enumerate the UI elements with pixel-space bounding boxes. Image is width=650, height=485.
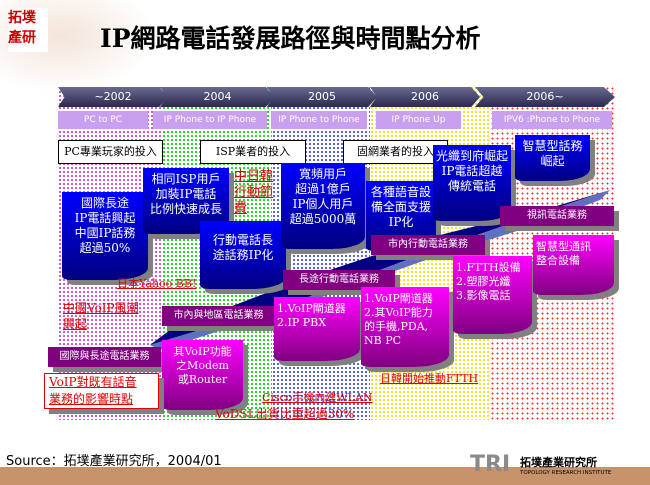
service-intl: 國際與長途電話業務 — [48, 347, 161, 367]
phase-ipphone-up: IP Phone Up — [376, 111, 461, 129]
equipment-gateway-pbx: 1.VoIP閘道器 2.IP PBX — [274, 297, 360, 361]
event-cjk-mobile: 中日韓 行動節 費 — [234, 169, 274, 216]
service-video: 視訊電話業務 — [500, 206, 614, 226]
investor-isp: ISP業者的投入 — [200, 140, 306, 164]
footer-bar — [0, 467, 650, 485]
milestone-ftth: 光纖到府崛起 IP電話超越 傳統電話 — [433, 145, 511, 221]
milestone-intl: 國際長途 IP電話興起 中國IP話務 超過50% — [62, 192, 148, 280]
phase-ipphone-to-ipphone: IP Phone to IP Phone — [153, 111, 267, 129]
phase-pc-to-pc: PC to PC — [58, 111, 148, 129]
phase-ipv6: IPV6 :Phone to Phone — [492, 111, 612, 129]
service-local: 市內與地區電話業務 — [162, 306, 275, 326]
service-mobile-local: 市內行動電話業務 — [371, 235, 485, 255]
event-voip-impact: VoIP對既有話音 業務的影響時點 — [44, 373, 159, 409]
event-cisco-wlan: Cisco手機內建WLAN — [262, 391, 373, 404]
investor-fixed: 固網業者的投入 — [343, 140, 448, 164]
milestone-mobile: 行動電話長 途話務IP化 — [200, 221, 286, 289]
source-note: Source：拓墣產業研究所，2004/01 — [6, 454, 222, 469]
brand-name: 拓墣產業研究所 — [520, 456, 597, 469]
equipment-gateway-devices: 1.VoIP閘道器 2.其VoIP能力 的手機,PDA, NB PC — [361, 287, 449, 367]
year-2002: ~2002 — [58, 87, 168, 107]
page-title: IP網路電話發展路徑與時間點分析 — [100, 24, 481, 53]
logo: 拓墣產研 — [8, 8, 48, 52]
year-2004: 2004 — [160, 87, 275, 107]
year-2006: 2006 — [370, 87, 480, 107]
year-2006-later: 2006~ — [475, 87, 615, 107]
brand-english: TOPOLOGY RESEARCH INSTITUTE — [520, 470, 612, 476]
investor-pc: PC專業玩家的投入 — [58, 140, 163, 164]
brand-logo: TRI 拓墣產業研究所 TOPOLOGY RESEARCH INSTITUTE — [470, 452, 648, 482]
event-china-voip: 中國VoIP風潮 興起 — [63, 301, 139, 331]
equipment-ftth: 1.FTTH設備 2.塑膠光纖 3.影像電話 — [453, 256, 532, 334]
equipment-modem: 其VoIP功能 之Modem 或Router — [162, 340, 243, 410]
year-2005: 2005 — [267, 87, 377, 107]
brand-abbr: TRI — [470, 452, 511, 477]
event-yahoo-bb: 日本Yahoo BB! — [117, 277, 197, 290]
equipment-smart: 智慧型通訊 整合設備 — [533, 235, 614, 295]
milestone-broadband: 寬頻用戶 超過1億戶 IP個人用戶 超過5000萬 — [281, 163, 365, 249]
event-vodsl: VoDSL出貨比重超過30% — [215, 407, 355, 421]
phase-ipphone-to-phone: IP Phone to Phone — [271, 111, 367, 129]
milestone-smart: 智慧型話務 崛起 — [515, 135, 590, 181]
service-mobile-long: 長途行動電話業務 — [283, 270, 395, 290]
event-ftth-push: 日韓開始推動FTTH — [380, 372, 479, 385]
